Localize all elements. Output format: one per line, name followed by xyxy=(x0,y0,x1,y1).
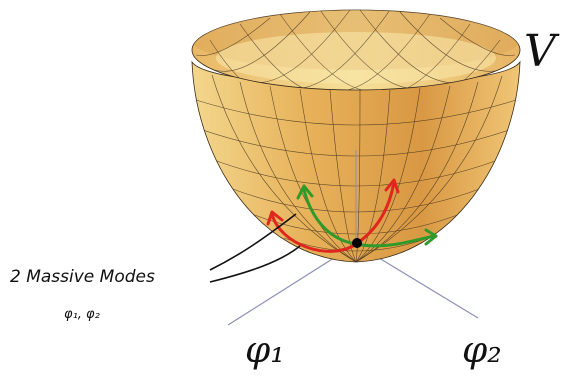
mode2-arrowhead-right xyxy=(424,228,438,246)
mode2-arrowhead xyxy=(296,184,314,200)
axis-phi1-label: φ₁ xyxy=(245,330,285,371)
vacuum-point xyxy=(352,238,362,248)
label-pointers xyxy=(209,213,301,283)
modes-label: 2 Massive Modes xyxy=(10,267,155,287)
modes-fields-label: φ₁, φ₂ xyxy=(64,307,100,322)
mode1-arrowhead xyxy=(384,178,400,194)
potential-label: V xyxy=(524,26,560,77)
mode1-arrowhead-left xyxy=(266,210,284,226)
axis-phi2-label: φ₂ xyxy=(462,330,502,371)
